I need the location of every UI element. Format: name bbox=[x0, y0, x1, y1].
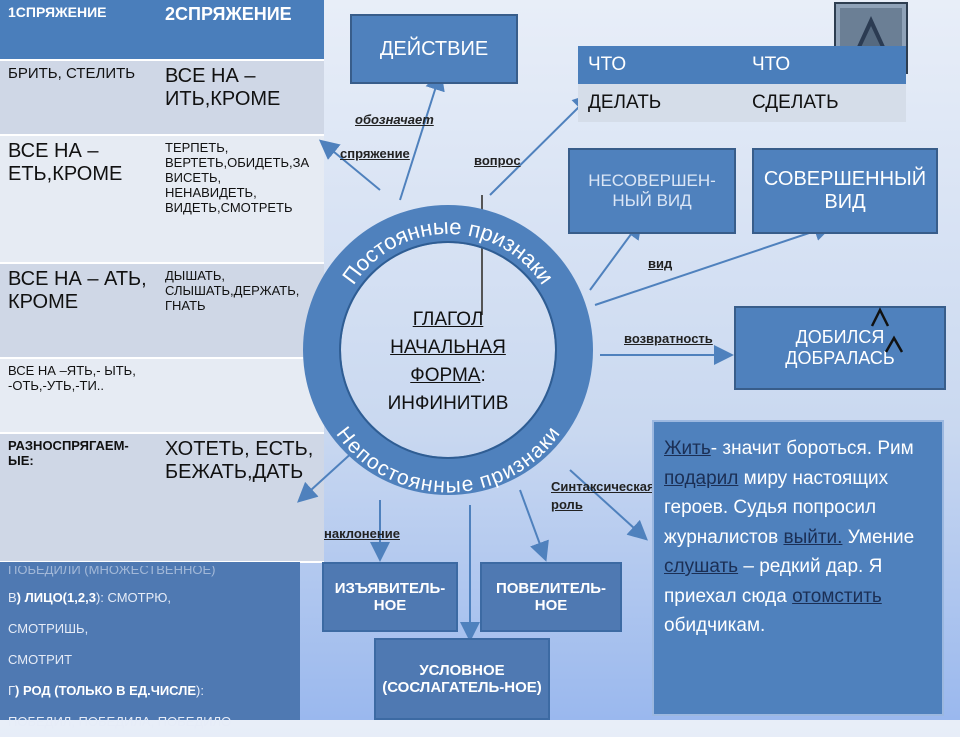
arrow-to-conjugation bbox=[318, 139, 381, 191]
notes-line: Г) РОД (ТОЛЬКО В ЕД.ЧИСЛЕ): bbox=[8, 683, 204, 698]
grammar-notes-panel: ПОБЕДИЛИ (МНОЖЕСТВЕННОЕ) В) ЛИЦО(1,2,3):… bbox=[0, 562, 300, 729]
table-cell: ТЕРПЕТЬ, ВЕРТЕТЬ,ОБИДЕТЬ,ЗАВИСЕТЬ, НЕНАВ… bbox=[157, 135, 324, 264]
table-cell: РАЗНОСПРЯГАЕМ-ЫЕ: bbox=[0, 433, 157, 563]
arrow-to-perfect bbox=[594, 221, 834, 306]
label-syntax-role: Синтаксическая роль bbox=[551, 479, 655, 512]
label-oboznachaet: обозначает bbox=[355, 112, 434, 127]
table-row: ДЕЛАТЬ СДЕЛАТЬ bbox=[578, 84, 906, 122]
table-row: БРИТЬ, СТЕЛИТЬ ВСЕ НА – ИТЬ,КРОМЕ bbox=[0, 60, 324, 136]
label-vopros: вопрос bbox=[474, 153, 521, 168]
caret-icon bbox=[870, 307, 904, 353]
table-cell: ДЕЛАТЬ bbox=[578, 84, 742, 122]
table-row: ВСЕ НА – ЕТЬ,КРОМЕ ТЕРПЕТЬ, ВЕРТЕТЬ,ОБИД… bbox=[0, 135, 324, 264]
conjugation-table: 1СПРЯЖЕНИЕ 2СПРЯЖЕНИЕ БРИТЬ, СТЕЛИТЬ ВСЕ… bbox=[0, 0, 324, 563]
verb-ring: Постоянные признаки Непостоянные признак… bbox=[303, 205, 593, 498]
header-cell: ЧТО bbox=[578, 46, 742, 84]
arrow-to-imperative bbox=[519, 489, 549, 562]
imperfective-box: НЕСОВЕРШЕН-НЫЙ ВИД bbox=[568, 148, 736, 234]
table-row: ВСЕ НА –ЯТЬ,- ЫТЬ, -ОТЬ,-УТЬ,-ТИ.. bbox=[0, 358, 324, 434]
imperative-box: ПОВЕЛИТЕЛЬ-НОЕ bbox=[480, 562, 622, 632]
perfective-box: СОВЕРШЕННЫЙ ВИД bbox=[752, 148, 938, 234]
arrow-to-irregular bbox=[297, 449, 356, 503]
arrow-to-action bbox=[399, 70, 445, 201]
table-row: ЧТО ЧТО bbox=[578, 46, 906, 84]
action-box: ДЕЙСТВИЕ bbox=[350, 14, 518, 84]
center-line: ФОРМА bbox=[410, 365, 481, 386]
table-row: РАЗНОСПРЯГАЕМ-ЫЕ: ХОТЕТЬ, ЕСТЬ, БЕЖАТЬ,Д… bbox=[0, 433, 324, 563]
label-vid: вид bbox=[648, 256, 673, 271]
notes-line: СМОТРИШЬ, bbox=[8, 621, 89, 636]
table-cell: ВСЕ НА –ЯТЬ,- ЫТЬ, -ОТЬ,-УТЬ,-ТИ.. bbox=[0, 358, 157, 434]
notes-line: СМОТРИТ bbox=[8, 652, 73, 667]
table-cell: БРИТЬ, СТЕЛИТЬ bbox=[0, 60, 157, 136]
reflexive-line: ДОБИЛСЯ bbox=[795, 327, 885, 347]
center-line: НАЧАЛЬНАЯ bbox=[390, 337, 506, 358]
notes-line: В) ЛИЦО(1,2,3): СМОТРЮ, bbox=[8, 590, 172, 605]
table-cell: СДЕЛАТЬ bbox=[742, 84, 906, 122]
indicative-box: ИЗЪЯВИТЕЛЬ-НОЕ bbox=[322, 562, 458, 632]
conditional-box: УСЛОВНОЕ (СОСЛАГАТЕЛЬ-НОЕ) bbox=[374, 638, 550, 720]
table-cell bbox=[157, 358, 324, 434]
verb-center-text: ГЛАГОЛ НАЧАЛЬНАЯ ФОРМА: ИНФИНИТИВ bbox=[387, 309, 509, 414]
table-cell: ВСЕ НА – ИТЬ,КРОМЕ bbox=[157, 60, 324, 136]
table-cell: ДЫШАТЬ, СЛЫШАТЬ,ДЕРЖАТЬ, ГНАТЬ bbox=[157, 263, 324, 359]
label-spryazhenie: спряжение bbox=[340, 146, 410, 161]
example-sentences: Жить- значит бороться. Рим подарил миру … bbox=[652, 420, 944, 716]
table-cell: ВСЕ НА – ЕТЬ,КРОМЕ bbox=[0, 135, 157, 264]
arrow-to-syntax bbox=[569, 469, 648, 541]
header-cell: 2СПРЯЖЕНИЕ bbox=[157, 0, 324, 61]
table-row: 1СПРЯЖЕНИЕ 2СПРЯЖЕНИЕ bbox=[0, 0, 324, 61]
table-row: ВСЕ НА – АТЬ, КРОМЕ ДЫШАТЬ, СЛЫШАТЬ,ДЕРЖ… bbox=[0, 263, 324, 359]
table-cell: ВСЕ НА – АТЬ, КРОМЕ bbox=[0, 263, 157, 359]
reflexive-line: ДОБРАЛАСЬ bbox=[785, 348, 895, 368]
ring-top-text: Постоянные признаки bbox=[337, 214, 559, 289]
reflexive-box: ДОБИЛСЯ ДОБРАЛАСЬ bbox=[734, 306, 946, 390]
label-vozvratnost: возвратность bbox=[624, 331, 713, 346]
table-cell: ХОТЕТЬ, ЕСТЬ, БЕЖАТЬ,ДАТЬ bbox=[157, 433, 324, 563]
question-table: ЧТО ЧТО ДЕЛАТЬ СДЕЛАТЬ bbox=[578, 46, 906, 122]
center-line: ГЛАГОЛ bbox=[412, 309, 484, 330]
notes-line: ПОБЕДИЛИ (МНОЖЕСТВЕННОЕ) bbox=[8, 566, 216, 577]
center-line: ИНФИНИТИВ bbox=[387, 393, 509, 414]
arrow-to-question bbox=[489, 93, 593, 196]
header-cell: 1СПРЯЖЕНИЕ bbox=[0, 0, 157, 61]
label-naklonenie: наклонение bbox=[324, 526, 400, 541]
header-cell: ЧТО bbox=[742, 46, 906, 84]
